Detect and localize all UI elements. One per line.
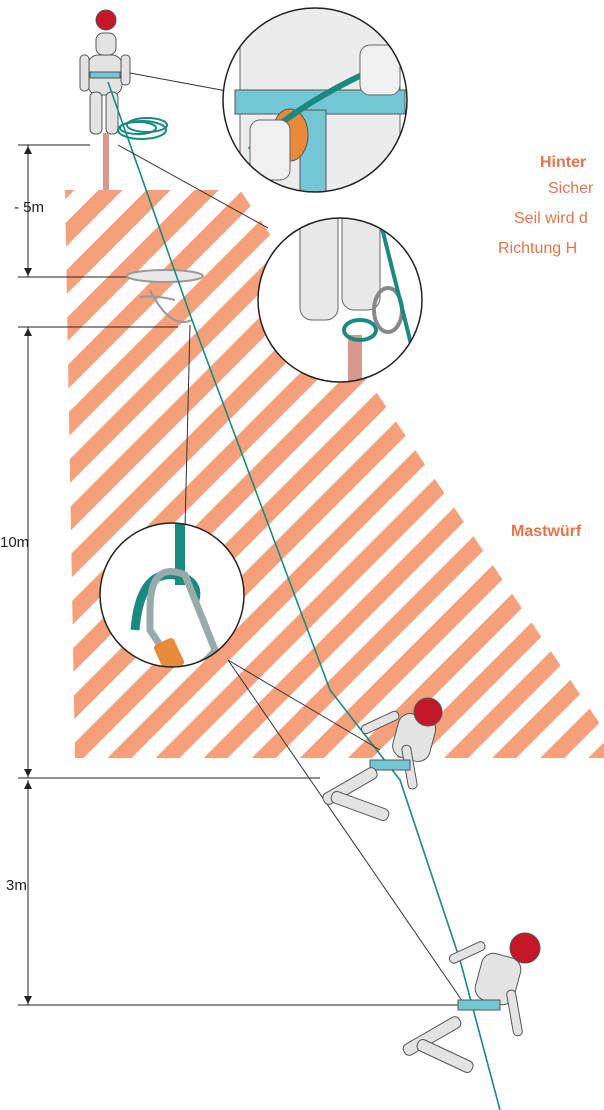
note-hinter-line-2: Seil wird d [514, 210, 588, 228]
rope-coil [118, 118, 167, 139]
note-mastwurf-title: Mastwürf [511, 523, 581, 541]
dimension-label-middle: 10m [0, 534, 29, 551]
note-hinter-line-1: Sicher [548, 180, 593, 198]
anchor-person [80, 10, 130, 190]
dimension-label-top: - 5m [14, 199, 44, 216]
dimension-label-bottom: 3m [6, 877, 27, 894]
note-hinter-title: Hinter [540, 154, 586, 172]
detail-circle-harness [223, 0, 407, 200]
note-hinter-line-3: Richtung H [498, 240, 577, 258]
abseiling-person-lower [401, 933, 540, 1074]
